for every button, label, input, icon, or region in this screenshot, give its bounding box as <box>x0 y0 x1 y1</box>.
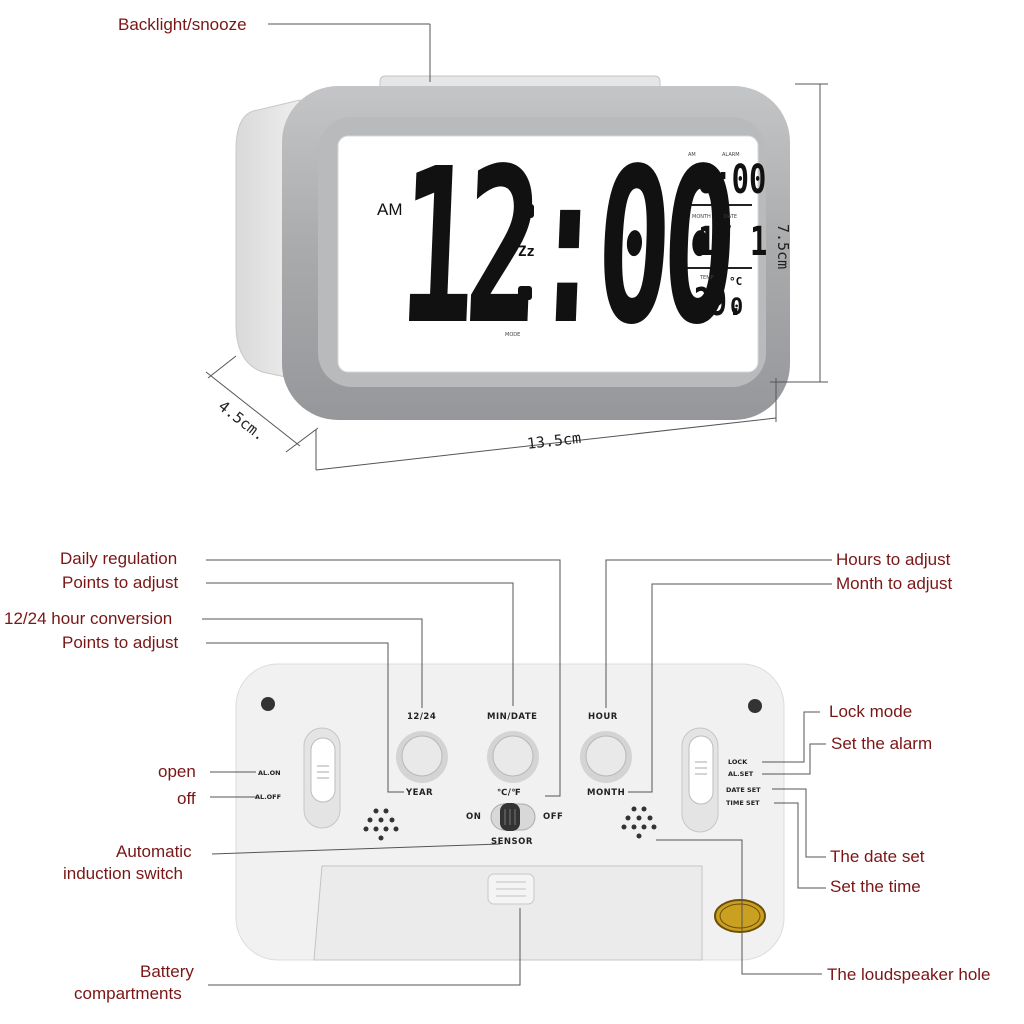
screw-hole <box>748 699 762 713</box>
callout-loudspeaker-hole: The loudspeaker hole <box>827 965 991 984</box>
dimension-height: 7.5cm <box>774 224 792 270</box>
label-year: YEAR <box>406 788 434 798</box>
label-sensor: SENSOR <box>491 837 533 847</box>
lcd-am-label: AM <box>377 200 403 219</box>
dimension-lines <box>205 23 828 471</box>
callout-hours-to-adjust: Hours to adjust <box>836 550 951 569</box>
speaker-holes-left <box>363 808 399 841</box>
temp-header: TEMP <box>700 275 714 281</box>
screw-hole <box>261 697 275 711</box>
label-cf: ℃/℉ <box>497 788 522 798</box>
date-readout: 1/ 1 <box>698 219 768 265</box>
temp-digit: 0 <box>730 295 744 320</box>
colon-dot <box>518 286 532 300</box>
battery-compartment[interactable] <box>313 865 703 961</box>
button-12-24[interactable] <box>401 735 443 777</box>
front-view <box>205 23 828 471</box>
callout-month-to-adjust: Month to adjust <box>836 574 953 593</box>
alarm-time: 6:00 <box>697 157 767 203</box>
callout-lock-mode: Lock mode <box>829 702 913 721</box>
callout-set-time: Set the time <box>830 877 921 896</box>
callout-automatic: Automatic <box>116 842 192 861</box>
alarm-onoff-switch[interactable] <box>310 737 336 803</box>
callout-off: off <box>177 789 196 808</box>
lcd-mode-label: MODE <box>505 332 521 338</box>
label-date-set: DATE SET <box>726 786 761 794</box>
leader-lines <box>202 559 832 986</box>
callout-daily-regulation: Daily regulation <box>60 549 178 568</box>
label-min-date: MIN/DATE <box>487 712 538 722</box>
label-hour: HOUR <box>588 712 618 722</box>
button-min-date[interactable] <box>492 735 534 777</box>
lcd-hours: 12:00 <box>395 123 733 372</box>
date-header-left: MONTH <box>692 214 711 220</box>
label-al-off: AL.OFF <box>255 793 282 801</box>
temp-unit: °C <box>729 275 743 288</box>
temp-readout: 29. <box>694 280 744 324</box>
alarm-header-right: ALARM <box>722 152 740 158</box>
button-hour[interactable] <box>585 735 627 777</box>
callout-points-to-adjust-1: Points to adjust <box>62 573 179 592</box>
callout-set-alarm: Set the alarm <box>831 734 933 753</box>
lcd-zz: Zz <box>518 244 535 260</box>
callout-12-24-conversion: 12/24 hour conversion <box>4 609 173 628</box>
mode-switch[interactable] <box>688 735 714 805</box>
qc-seal <box>714 899 766 933</box>
callout-battery: Battery <box>140 962 194 981</box>
back-view <box>202 559 832 986</box>
callout-backlight-snooze: Backlight/snooze <box>118 15 247 34</box>
callout-date-set: The date set <box>830 847 925 866</box>
colon-dot <box>520 204 534 218</box>
label-time-set: TIME SET <box>726 799 760 807</box>
callout-open: open <box>158 762 196 781</box>
lcd-screen <box>337 135 759 373</box>
speaker-holes-right <box>621 806 657 839</box>
label-12-24: 12/24 <box>407 712 437 722</box>
callout-induction-switch: induction switch <box>63 864 184 883</box>
label-al-set: AL.SET <box>728 770 754 778</box>
label-sensor-on: ON <box>466 812 482 822</box>
label-al-on: AL.ON <box>258 769 281 777</box>
alarm-header-left: AM <box>688 152 696 158</box>
label-sensor-off: OFF <box>543 812 564 822</box>
callout-compartments: compartments <box>74 984 182 1003</box>
label-month: MONTH <box>587 788 626 798</box>
callout-points-to-adjust-2: Points to adjust <box>62 633 179 652</box>
date-header-right: DATE <box>724 214 738 220</box>
label-lock: LOCK <box>728 758 748 766</box>
